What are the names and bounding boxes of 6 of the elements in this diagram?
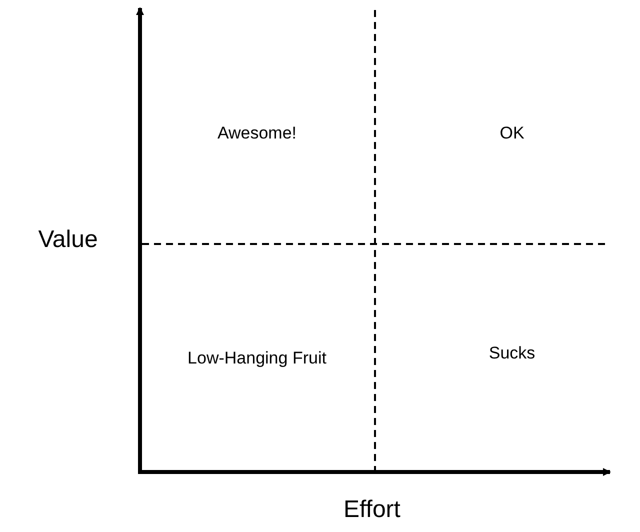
axis-label: Effort bbox=[344, 495, 400, 525]
quadrant-label: Sucks bbox=[488, 342, 536, 364]
quadrant-label: Awesome! bbox=[217, 122, 297, 144]
axis-label: Value bbox=[38, 225, 98, 255]
quadrant-label: OK bbox=[500, 122, 524, 144]
quadrant-label: Low-Hanging Fruit bbox=[188, 347, 326, 369]
